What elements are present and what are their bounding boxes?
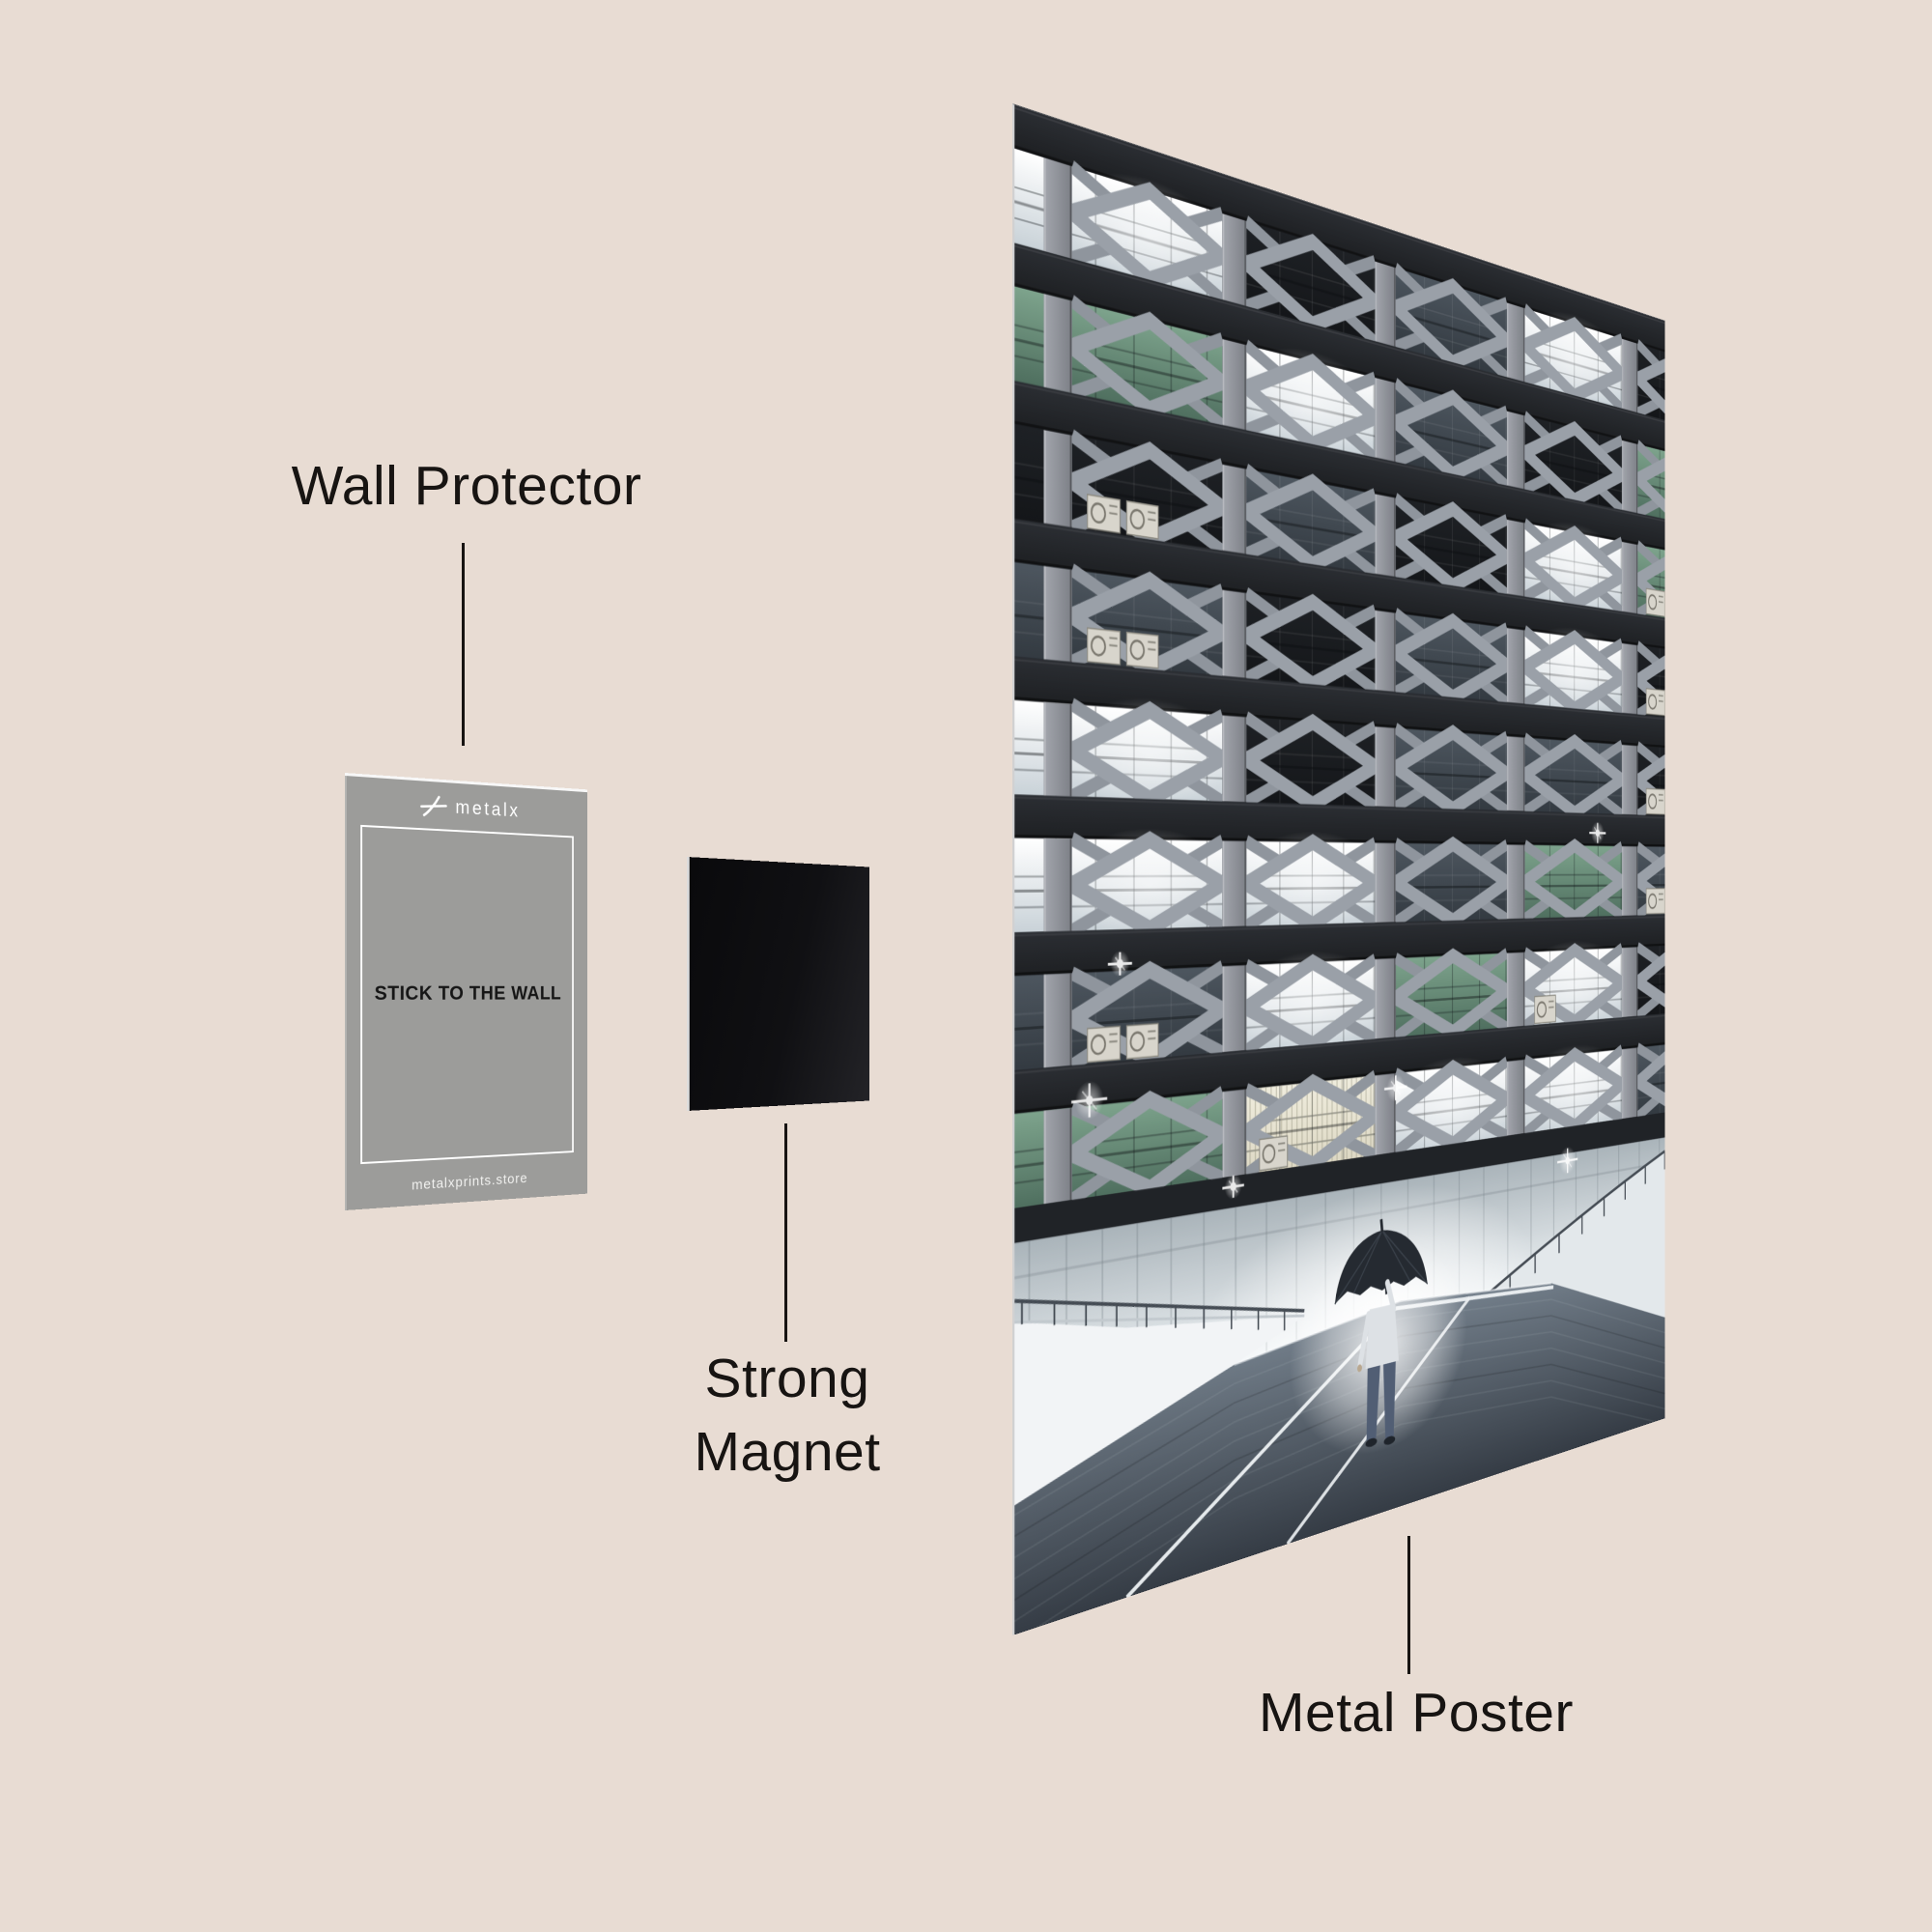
strong-magnet-leader-line bbox=[784, 1123, 787, 1342]
building-photo bbox=[1014, 104, 1665, 1635]
wall-protector-card: metalx STICK TO THE WALL metalxprints.st… bbox=[345, 773, 587, 1210]
card-instruction-text: STICK TO THE WALL bbox=[374, 982, 562, 1005]
metal-poster-leader-line bbox=[1407, 1536, 1410, 1674]
metalx-logo-icon bbox=[420, 794, 448, 818]
wall-protector-leader-line bbox=[462, 543, 465, 746]
strong-magnet-label: Strong Magnet bbox=[694, 1348, 881, 1483]
wall-protector-label: Wall Protector bbox=[291, 455, 642, 517]
metalx-brand-text: metalx bbox=[455, 796, 521, 821]
strong-magnet bbox=[687, 857, 869, 1111]
card-website-text: metalxprints.store bbox=[412, 1170, 528, 1194]
metal-poster bbox=[1012, 103, 1665, 1635]
metalx-brand: metalx bbox=[345, 786, 587, 829]
metal-poster-label: Metal Poster bbox=[1259, 1682, 1574, 1744]
